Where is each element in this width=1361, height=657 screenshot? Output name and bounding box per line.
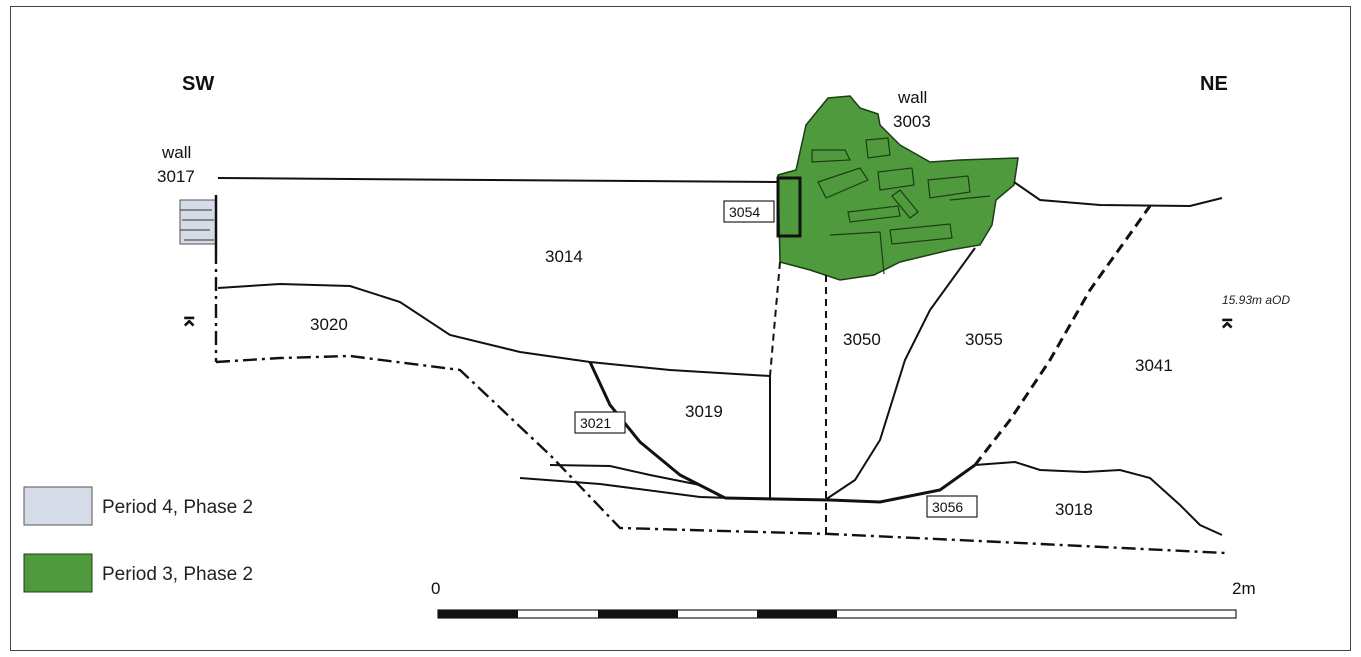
boxed-context-3056: 3056 — [926, 495, 978, 518]
wall-3017-number: 3017 — [157, 167, 195, 186]
orientation-sw: SW — [182, 73, 214, 95]
level-marker-right: ⌅ — [1218, 308, 1236, 333]
wall-3003-number: 3003 — [893, 112, 931, 131]
context-3018: 3018 — [1055, 500, 1093, 519]
boxed-context-3021: 3021 — [574, 411, 626, 434]
svg-text:3056: 3056 — [932, 499, 963, 515]
svg-text:3054: 3054 — [729, 204, 760, 220]
wall-3003-word: wall — [897, 88, 927, 107]
level-aod: 15.93m aOD — [1222, 293, 1290, 307]
legend: Period 4, Phase 2 Period 3, Phase 2 — [23, 486, 253, 593]
svg-text:3021: 3021 — [580, 415, 611, 431]
scale-end: 2m — [1232, 579, 1256, 598]
legend-label-period4: Period 4, Phase 2 — [102, 497, 253, 518]
orientation-ne: NE — [1200, 73, 1228, 95]
boxed-context-3054: 3054 — [723, 200, 775, 223]
figure-frame — [10, 6, 1351, 651]
scale-bar: 0 2m — [431, 579, 1256, 619]
context-3020: 3020 — [310, 315, 348, 334]
scale-start: 0 — [431, 579, 440, 598]
level-marker-left: ⌅ — [180, 306, 198, 331]
context-3041: 3041 — [1135, 356, 1173, 375]
wall-3003-masonry — [777, 95, 1019, 281]
legend-swatch-period4 — [23, 486, 93, 526]
context-3050: 3050 — [843, 330, 881, 349]
wall-3017-masonry — [179, 195, 218, 250]
wall-3017-word: wall — [161, 143, 191, 162]
context-3055: 3055 — [965, 330, 1003, 349]
context-3014: 3014 — [545, 247, 583, 266]
legend-label-period3: Period 3, Phase 2 — [102, 564, 253, 585]
context-3019: 3019 — [685, 402, 723, 421]
legend-swatch-period3 — [23, 553, 93, 593]
